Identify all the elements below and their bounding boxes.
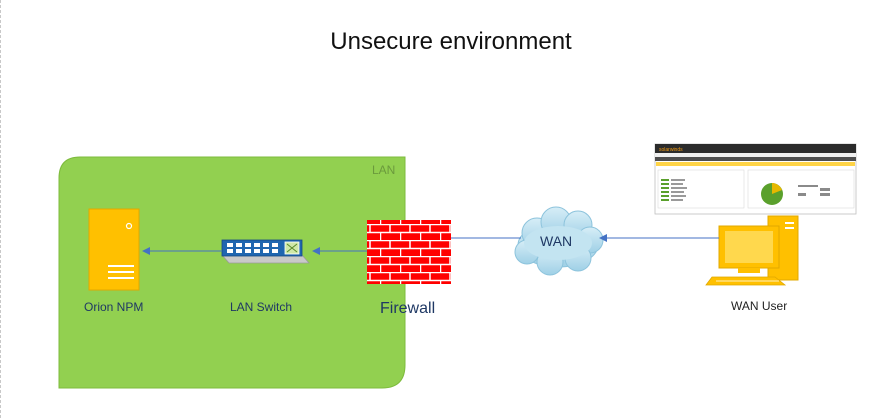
page-left-border <box>0 0 1 418</box>
firewall-icon <box>367 220 451 284</box>
zone-label-lan: LAN <box>372 163 396 177</box>
cloud-center <box>524 226 592 260</box>
node-label-wan-user: WAN User <box>731 299 788 313</box>
screenshot-brand: solarwinds <box>659 147 683 153</box>
node-label-firewall: Firewall <box>380 300 436 317</box>
node-label-wan: WAN <box>540 233 573 249</box>
lan-zone <box>58 156 406 389</box>
dashboard-screenshot: solarwinds <box>654 143 857 215</box>
connections <box>142 234 719 255</box>
computer-icon <box>705 215 799 286</box>
diagram-title: Unsecure environment <box>330 28 572 55</box>
node-label-orion-npm: Orion NPM <box>84 300 144 314</box>
node-label-lan-switch: LAN Switch <box>230 300 293 314</box>
server-icon <box>88 208 140 291</box>
switch-icon <box>221 239 310 264</box>
